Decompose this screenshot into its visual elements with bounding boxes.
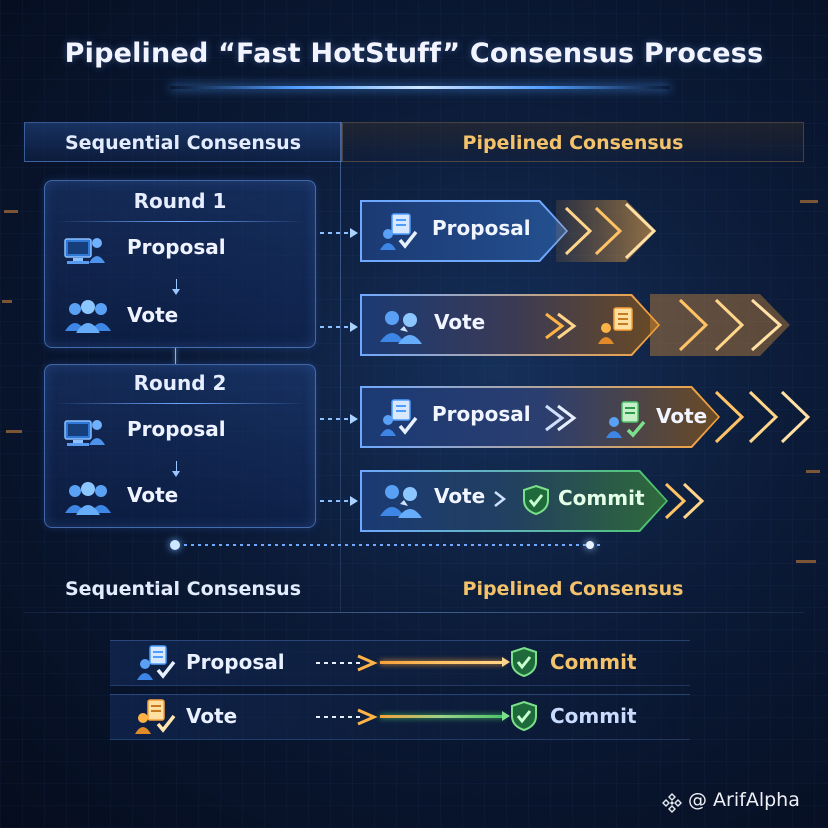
header-pipelined: Pipelined Consensus: [342, 122, 804, 162]
connector-lane-3: [320, 418, 350, 420]
timeline-line: [184, 544, 604, 546]
round-1-down-arrow: [176, 279, 177, 291]
round-2-box: Round 2 Proposal Vote: [44, 364, 316, 528]
vote-icon: [606, 401, 646, 438]
lane-2-label: Vote: [434, 310, 486, 334]
summary-row-1-arrowhead: [502, 657, 510, 667]
decor-bar: [6, 430, 22, 433]
proposal-icon: [380, 213, 418, 250]
timeline-end-node: [586, 541, 594, 549]
connector-lane-3-arrowhead: [350, 414, 358, 424]
arrow-right-icon: [357, 654, 378, 672]
round-1-title: Round 1: [133, 189, 227, 213]
round-2-down-arrowhead: [172, 471, 180, 477]
chevron-trail-orange: [714, 390, 810, 444]
lane-1-label: Proposal: [432, 216, 531, 240]
summary-row-1-result: Commit: [550, 650, 637, 674]
chevron-right-icon: [494, 491, 507, 507]
summary-row-1-flow-line: [380, 661, 504, 664]
shield-check-icon: [511, 646, 537, 678]
decor-bar: [800, 200, 818, 203]
shield-check-icon: [523, 484, 549, 516]
chevron-trail-orange: [650, 294, 790, 356]
decor-bar: [2, 300, 12, 303]
summary-row-2-result: Commit: [550, 704, 637, 728]
decor-bar: [4, 210, 18, 213]
round-2-down-arrow: [176, 461, 177, 473]
proposal-icon: [380, 399, 418, 436]
vote-icon: [135, 699, 176, 734]
connector-lane-4: [320, 500, 350, 502]
chevron-trail-orange: [664, 482, 705, 520]
binance-logo-icon: [662, 793, 682, 813]
group-users-icon: [65, 300, 111, 333]
chevron-right-icon: [545, 312, 577, 340]
summary-row-2-arrowhead: [502, 711, 510, 721]
summary-row-2-flow-line: [380, 715, 504, 718]
header-sequential: Sequential Consensus: [24, 122, 342, 162]
round-1-proposal-label: Proposal: [127, 235, 226, 259]
round-2-proposal-label: Proposal: [127, 417, 226, 441]
decor-bar: [806, 470, 820, 473]
round-1-divider: [55, 221, 305, 222]
chevron-right-icon: [545, 404, 577, 432]
chevron-trail-orange: [556, 200, 657, 262]
column-divider: [340, 122, 341, 612]
summary-row-1: [110, 640, 690, 686]
group-users-icon: [65, 482, 111, 515]
footer-divider: [24, 612, 804, 613]
pipeline-lane-4: [360, 470, 668, 532]
summary-row-2-dots: [316, 716, 362, 718]
computer-user-icon: [64, 420, 105, 446]
lane-3-label: Proposal: [432, 402, 531, 426]
footer-header-sequential: Sequential Consensus: [64, 578, 302, 600]
lane-4-label: Vote: [434, 484, 486, 508]
proposal-icon: [137, 645, 176, 680]
arrow-right-icon: [357, 708, 378, 726]
lane-4-tail-label: Commit: [558, 486, 645, 510]
pipeline-lane-3: [360, 386, 720, 448]
page-title: Pipelined “Fast HotStuff” Consensus Proc…: [64, 38, 764, 69]
decor-bar: [796, 560, 816, 563]
round-1-down-arrowhead: [172, 289, 180, 295]
round-2-vote-label: Vote: [127, 483, 179, 507]
group-users-icon: [380, 485, 422, 518]
round-1-vote-label: Vote: [127, 303, 179, 327]
round-1-box: Round 1 Proposal Vote: [44, 180, 316, 348]
summary-row-1-dots: [316, 662, 362, 664]
pipeline-lane-3-fill: [362, 388, 718, 446]
title-glow-line: [170, 86, 670, 89]
connector-lane-1-arrowhead: [350, 228, 358, 238]
round-2-title: Round 2: [133, 371, 227, 395]
timeline-start-node: [170, 540, 180, 550]
footer-header-pipelined: Pipelined Consensus: [462, 578, 684, 600]
round-2-divider: [55, 403, 305, 404]
group-users-icon: [380, 311, 422, 344]
connector-lane-4-arrowhead: [350, 496, 358, 506]
computer-user-icon: [64, 238, 105, 264]
watermark-text: @ ArifAlpha: [688, 789, 800, 811]
connector-lane-1: [320, 232, 350, 234]
round-connector: [175, 348, 176, 364]
summary-row-2-label: Vote: [186, 704, 238, 728]
summary-row-1-label: Proposal: [186, 650, 285, 674]
proposal-icon: [598, 307, 633, 344]
lane-3-tail-label: Vote: [656, 404, 708, 428]
pipeline-lane-4-fill: [362, 472, 666, 530]
shield-check-icon: [511, 700, 537, 732]
connector-lane-2-arrowhead: [350, 322, 358, 332]
connector-lane-2: [320, 326, 350, 328]
